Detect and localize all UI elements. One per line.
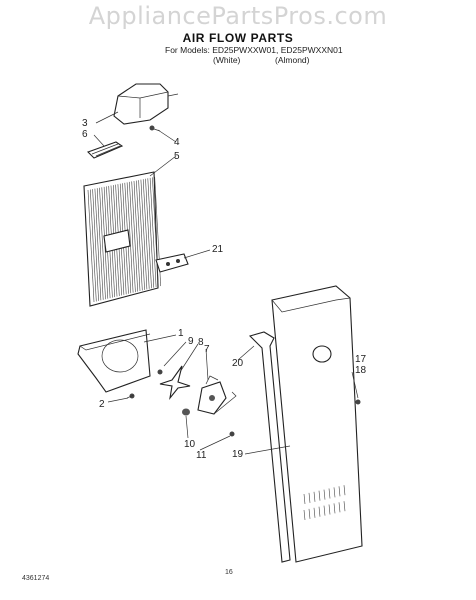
- cover-hatch-line: [133, 180, 141, 292]
- cover-hatch-line: [131, 181, 138, 292]
- callout-labels: 3 6 4 5 21 1 9 8 7 2 10 11 20 17 18 19: [82, 118, 367, 461]
- callout-17: 17: [355, 354, 367, 365]
- cover-hatch-line: [99, 187, 106, 300]
- vent-slot: [343, 485, 346, 496]
- callout-9: 9: [188, 336, 194, 347]
- cover-hatch-line: [94, 188, 102, 301]
- color-white-label: (White): [213, 55, 241, 65]
- callout-10: 10: [184, 439, 196, 450]
- vent-slot: [328, 488, 331, 499]
- vent-slot: [318, 506, 321, 517]
- vent-slot: [303, 509, 306, 521]
- page-number: 16: [225, 569, 233, 576]
- document-code: 4361274: [22, 575, 50, 582]
- control-part-21: [155, 253, 189, 273]
- cover-hatch-line: [152, 177, 159, 287]
- vent-slot: [308, 492, 311, 503]
- callout-7: 7: [204, 344, 210, 355]
- vent-slot: [338, 486, 341, 497]
- cover-hatch-line: [138, 180, 145, 290]
- screw-part-17: [355, 399, 361, 405]
- cover-hatch-line: [149, 177, 157, 288]
- screw-part-2: [126, 393, 135, 399]
- callout-21: 21: [212, 244, 224, 255]
- callout-8: 8: [198, 337, 204, 348]
- vent-slot: [313, 491, 316, 502]
- screw-part-11: [229, 431, 235, 437]
- callout-11: 11: [196, 450, 207, 461]
- watermark-text: AppliancePartsPros.com: [88, 2, 388, 30]
- cover-hatch-line: [96, 188, 104, 300]
- callout-5: 5: [174, 151, 180, 162]
- cover-hatch-line: [140, 179, 148, 290]
- leader-lines: [93, 111, 359, 455]
- grommet-part-10: [182, 408, 190, 416]
- vent-slot: [318, 490, 321, 501]
- vent-slot: [303, 493, 306, 505]
- callout-6: 6: [82, 129, 88, 140]
- seal-strip-part: [248, 331, 291, 563]
- vent-slot: [333, 487, 336, 498]
- diagram-title: AIR FLOW PARTS: [182, 31, 294, 45]
- models-line: For Models: ED25PWXXW01, ED25PWXXN01: [165, 45, 343, 55]
- cover-hatch-line: [92, 189, 99, 301]
- vent-slot: [333, 503, 336, 514]
- color-almond-label: (Almond): [275, 55, 310, 65]
- callout-2: 2: [99, 399, 105, 410]
- vent-slot: [313, 507, 316, 518]
- air-duct-part: [113, 83, 179, 125]
- vent-grille-part: [86, 141, 124, 159]
- cover-hatch-line: [87, 189, 95, 303]
- fan-motor-part: [197, 375, 237, 415]
- callout-20: 20: [232, 358, 244, 369]
- vent-slot: [343, 501, 346, 512]
- vent-slot: [338, 502, 341, 513]
- vent-slot: [308, 508, 311, 519]
- fan-blade-part: [157, 365, 191, 400]
- vent-slot: [323, 505, 326, 516]
- callout-1: 1: [178, 328, 184, 339]
- cover-hatch-line: [136, 180, 143, 291]
- callout-4: 4: [174, 137, 180, 148]
- callout-19: 19: [232, 449, 244, 460]
- evaporator-cover-part: [83, 171, 161, 307]
- callout-3: 3: [82, 118, 88, 129]
- cover-hatch-line: [145, 178, 152, 289]
- vent-slot: [323, 489, 326, 500]
- vent-slot: [328, 504, 331, 515]
- rear-panel-part: [271, 285, 363, 563]
- callout-18: 18: [355, 365, 367, 376]
- cover-hatch-line: [129, 181, 136, 293]
- cover-hatch-line: [147, 178, 155, 288]
- cover-hatch-line: [90, 189, 97, 302]
- cover-hatch-line: [142, 179, 150, 289]
- fan-shroud-part: [77, 329, 151, 393]
- cover-hatch-line: [126, 182, 134, 293]
